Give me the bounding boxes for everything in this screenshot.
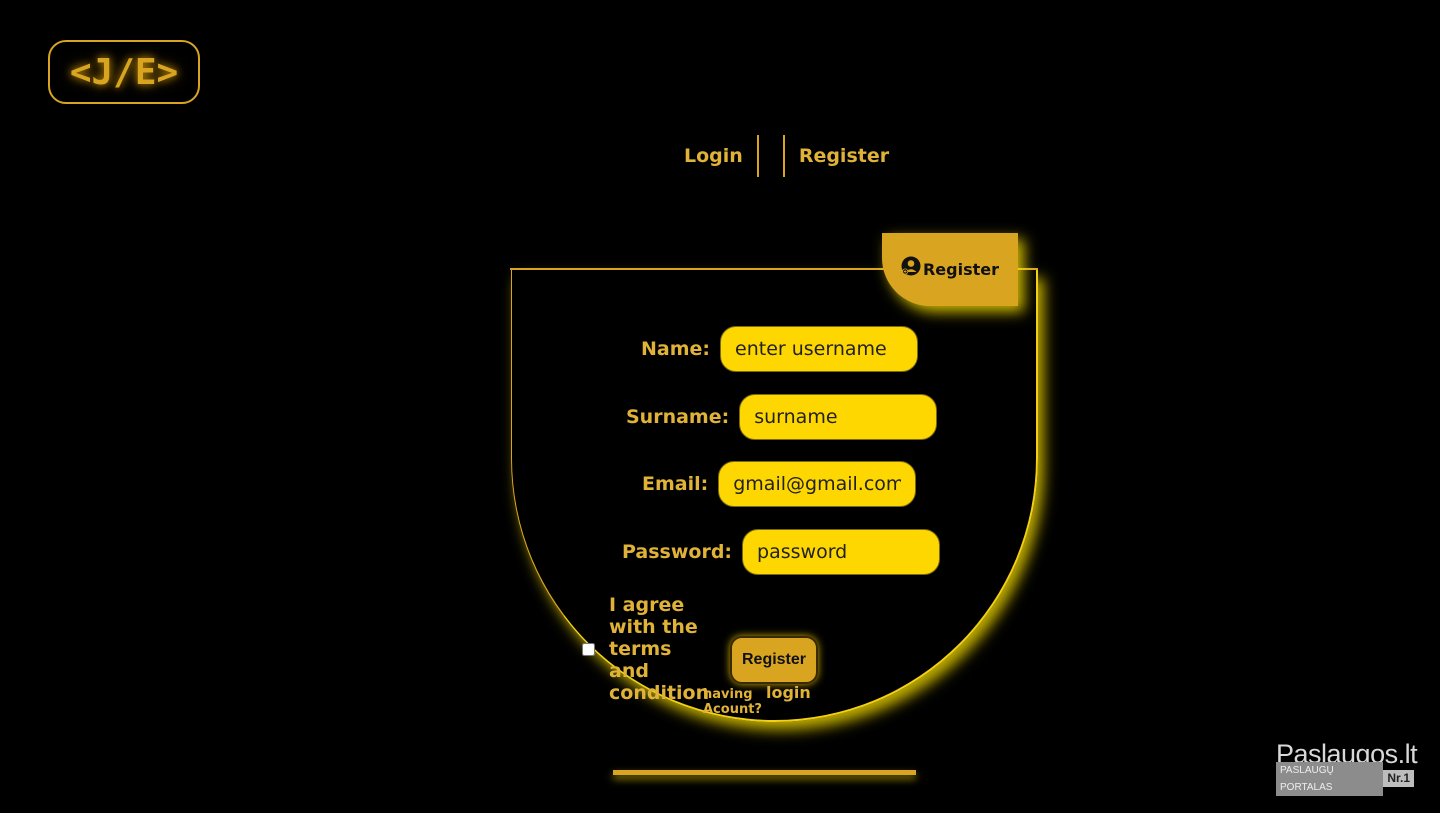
bottom-bar [613, 770, 916, 775]
login-prompt: having Acount? login [703, 683, 811, 717]
surname-input[interactable] [739, 394, 938, 440]
register-button[interactable]: Register [730, 636, 818, 684]
watermark-badge: Nr.1 [1383, 770, 1414, 787]
name-row: Name: [641, 326, 919, 372]
email-input[interactable] [718, 461, 917, 507]
logo-text: <J/E> [69, 51, 179, 93]
name-label: Name: [641, 338, 711, 360]
name-input[interactable] [720, 326, 919, 372]
surname-label: Surname: [626, 406, 730, 428]
terms-label: I agree with the terms and condition [609, 594, 710, 704]
nav-divider [756, 135, 759, 177]
email-label: Email: [642, 473, 709, 495]
watermark-subtitle: PASLAUGŲ PORTALAS [1276, 761, 1384, 796]
password-input[interactable] [742, 529, 941, 575]
password-row: Password: [622, 529, 941, 575]
top-nav: Login Register [670, 134, 903, 178]
nav-divider [782, 135, 785, 177]
register-tab-label: Register [922, 260, 1000, 279]
logo[interactable]: <J/E> [48, 40, 200, 104]
watermark: Paslaugos.lt PASLAUGŲ PORTALAS Nr.1 [1276, 738, 1418, 796]
email-row: Email: [642, 461, 917, 507]
login-link[interactable]: login [765, 683, 811, 702]
having-account-text: having Acount? [703, 687, 762, 717]
watermark-subtitle-bar: PASLAUGŲ PORTALAS Nr.1 [1276, 761, 1414, 796]
card-top-line [510, 268, 1038, 270]
surname-row: Surname: [626, 394, 938, 440]
terms-row: I agree with the terms and condition [582, 594, 709, 704]
nav-login-link[interactable]: Login [684, 145, 743, 167]
terms-checkbox[interactable] [582, 642, 595, 656]
password-label: Password: [622, 541, 733, 563]
nav-register-link[interactable]: Register [798, 145, 890, 167]
user-add-icon [901, 256, 921, 275]
register-tab[interactable]: Register [882, 233, 1018, 306]
